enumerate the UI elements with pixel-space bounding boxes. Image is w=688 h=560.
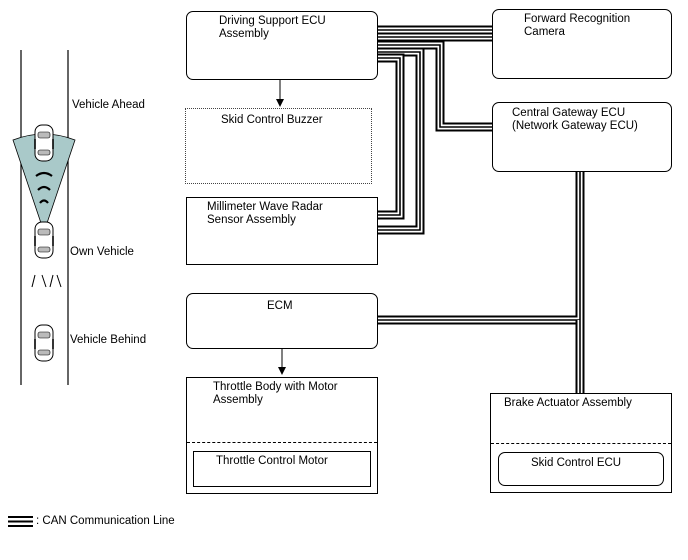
brake-actuator-box: Brake Actuator Assembly Skid Control ECU xyxy=(490,393,672,493)
legend-can-symbol xyxy=(8,516,33,527)
can-ecu-radar-b xyxy=(378,53,405,220)
own-vehicle-car xyxy=(34,221,54,259)
can-ecu-gateway xyxy=(378,40,492,132)
ecm-label: ECM xyxy=(267,300,293,312)
driving-support-ecu-label: Driving Support ECU Assembly xyxy=(219,15,326,40)
throttle-body-label: Throttle Body with Motor Assembly xyxy=(213,381,338,406)
road-illustration xyxy=(12,50,76,385)
vehicle-ahead-label: Vehicle Ahead xyxy=(72,99,145,111)
mmw-radar-label: Millimeter Wave Radar Sensor Assembly xyxy=(207,201,323,226)
signal-arrows xyxy=(276,80,286,375)
driving-support-ecu-box: Driving Support ECU Assembly xyxy=(186,11,378,80)
throttle-body-box: Throttle Body with Motor Assembly Thrott… xyxy=(186,377,378,494)
skid-control-buzzer-box: Skid Control Buzzer xyxy=(185,108,372,184)
can-communication-lines xyxy=(378,25,585,393)
ecm-box: ECM xyxy=(186,293,378,349)
brake-actuator-divider xyxy=(491,443,671,444)
skid-control-buzzer-label: Skid Control Buzzer xyxy=(221,114,323,126)
own-vehicle-label: Own Vehicle xyxy=(70,246,134,258)
can-ecu-radar-a xyxy=(378,47,425,235)
skid-control-ecu-box: Skid Control ECU xyxy=(498,452,664,486)
legend-can-label: : CAN Communication Line xyxy=(36,515,175,527)
forward-camera-box: Forward Recognition Camera xyxy=(492,9,672,79)
mmw-radar-box: Millimeter Wave Radar Sensor Assembly xyxy=(186,197,378,265)
vehicle-behind-car xyxy=(34,324,54,362)
skid-control-ecu-label: Skid Control ECU xyxy=(531,457,622,469)
throttle-motor-label: Throttle Control Motor xyxy=(216,455,328,467)
brake-actuator-label: Brake Actuator Assembly xyxy=(504,397,632,409)
vehicle-behind-label: Vehicle Behind xyxy=(70,334,147,346)
throttle-motor-box: Throttle Control Motor xyxy=(193,451,371,487)
vehicle-ahead-car xyxy=(34,124,54,162)
can-gateway-ecm xyxy=(378,172,585,325)
central-gateway-box: Central Gateway ECU (Network Gateway ECU… xyxy=(492,102,672,172)
forward-camera-label: Forward Recognition Camera xyxy=(524,13,631,38)
central-gateway-label: Central Gateway ECU (Network Gateway ECU… xyxy=(512,107,638,132)
throttle-body-divider xyxy=(187,442,377,443)
